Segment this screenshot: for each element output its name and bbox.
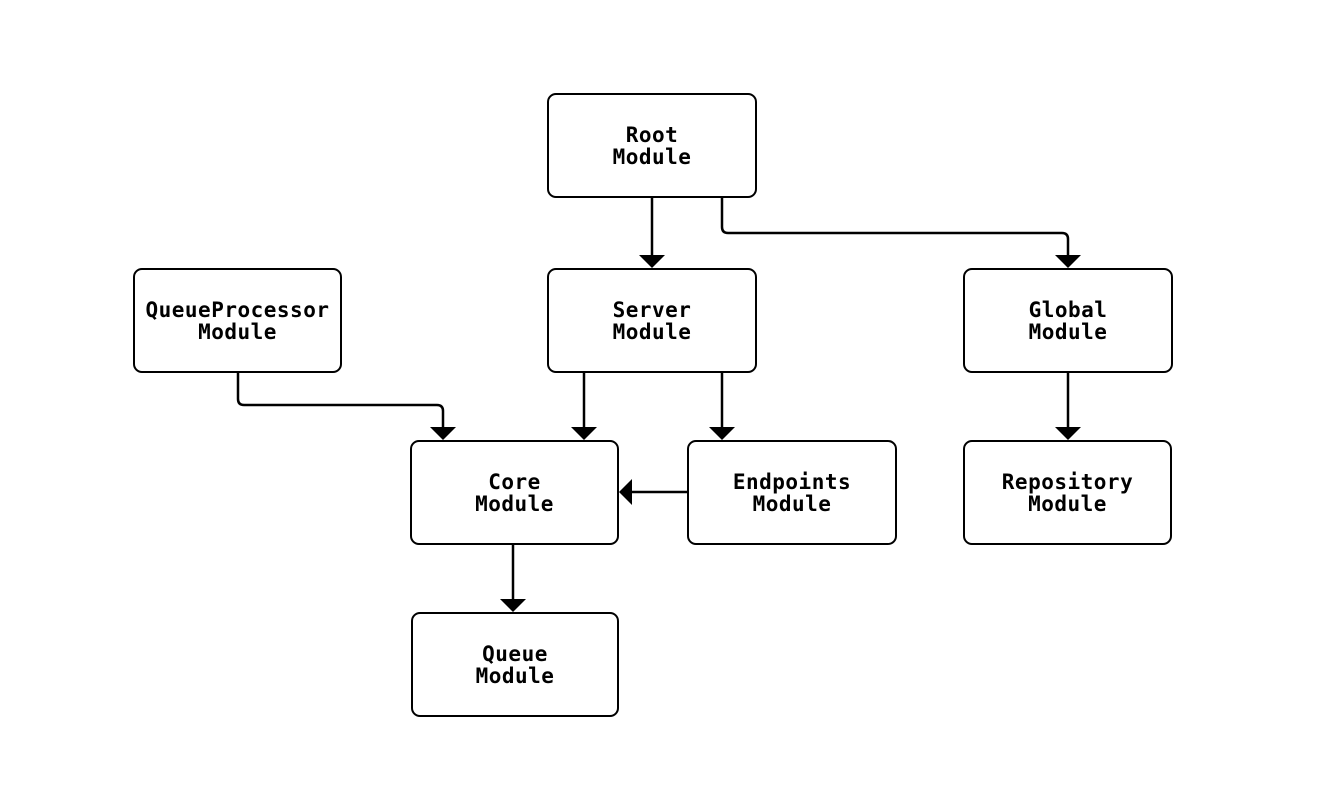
node-label-line: Module [612, 144, 692, 169]
node-label-line: Core [488, 469, 541, 494]
node-label-line: Server [612, 297, 692, 322]
node-label-line: Module [475, 491, 554, 516]
node-label-line: Module [752, 491, 832, 516]
node-label-line: QueueProcessor [145, 297, 330, 322]
arrowhead-icon [430, 427, 456, 440]
node-label-line: Queue [482, 641, 548, 666]
edge-root-global [720, 198, 1070, 255]
node-label-line: Module [1028, 319, 1108, 344]
arrowhead-icon [639, 255, 665, 268]
node-label-line: Module [475, 663, 555, 688]
arrowhead-icon [709, 427, 735, 440]
arrowhead-icon [500, 599, 526, 612]
node-label-line: Module [198, 319, 277, 344]
node-label-line: Repository [1001, 469, 1134, 494]
arrowhead-icon [619, 479, 632, 505]
node-label-line: Global [1028, 297, 1108, 322]
arrowhead-icon [571, 427, 597, 440]
arrowhead-icon [1055, 255, 1081, 268]
arrowhead-icon [1055, 427, 1081, 440]
node-label-line: Module [612, 319, 692, 344]
node-label-line: Endpoints [732, 469, 852, 494]
node-label-line: Root [625, 122, 679, 147]
node-label-line: Module [1028, 491, 1107, 516]
edge-queueprocessor-core [236, 373, 445, 427]
